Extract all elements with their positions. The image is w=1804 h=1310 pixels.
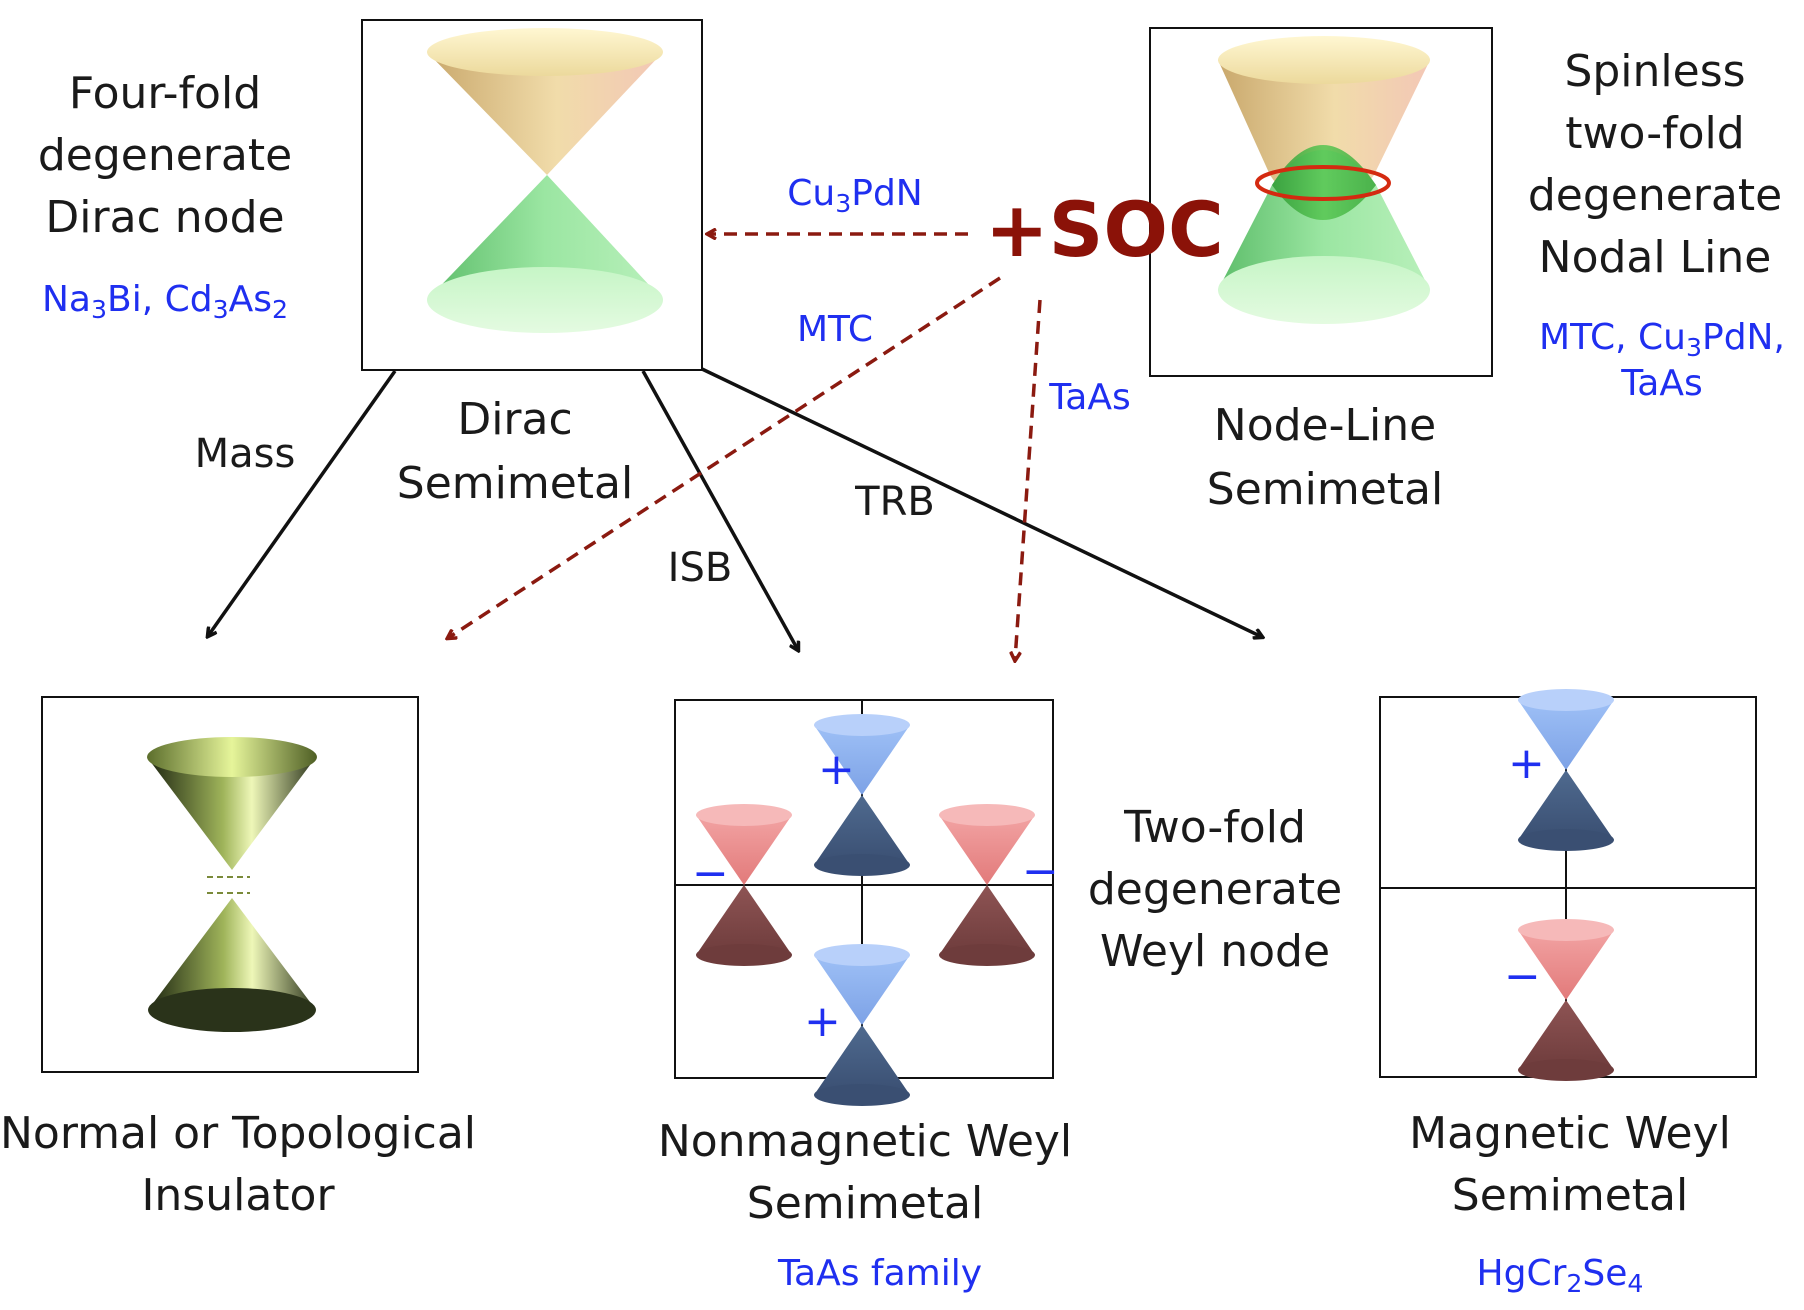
chirality-minus: − [692,848,729,899]
nodal-line-ring [1255,165,1391,201]
insulator-title: Normal or Topological Insulator [0,1112,476,1236]
dirac-node-description: Four-fold degenerate Dirac node [20,72,310,258]
nonmagnetic-weyl-title: Nonmagnetic Weyl Semimetal [640,1120,1090,1244]
soc-to-weyl-arrow [1015,299,1042,660]
nonmag-name-line1: Nonmagnetic Weyl [657,1116,1073,1167]
mag-name-line2: Semimetal [1451,1170,1689,1221]
chirality-minus: − [1022,846,1059,897]
dirac-desc-line2: degenerate [37,130,293,181]
dirac-name-line1: Dirac [457,394,573,445]
mag-material-subscript: 2 [1566,1269,1583,1299]
nonmag-name-line2: Semimetal [746,1178,984,1229]
trb-label: TRB [855,479,935,525]
nodeline-desc-line3: degenerate [1527,170,1783,221]
mass-arrow [208,369,397,636]
weyl-cone-plus [814,944,910,1106]
nonmagnetic-weyl-material: TaAs family [777,1253,983,1294]
nodeline-materials-line2: TaAs [1621,363,1703,404]
nodal-line-materials: MTC, Cu3PdN, TaAs [1520,320,1804,402]
soc-to-insulator-arrow [448,276,1001,638]
isb-arrow [641,370,798,650]
nodeline-desc-line4: Nodal Line [1538,232,1772,283]
cu3pdn-part: Cu [787,173,836,214]
insulator-lower-cone [148,898,316,1032]
cu3pdn-part: PdN [851,173,923,214]
dirac-materials-part: Bi, Cd [107,279,213,320]
insulator-panel [41,696,419,1073]
nodeline-materials-part: MTC, Cu [1539,317,1686,358]
mass-label: Mass [194,431,296,477]
weyl-cone-minus [939,804,1035,966]
nodeline-name-line2: Semimetal [1206,464,1444,515]
weyl-desc-line2: degenerate [1087,864,1343,915]
mtc-arrow-label: MTC [796,309,874,350]
dirac-lower-cone [427,175,663,333]
dirac-materials-part: Na [41,279,91,320]
nodal-line-description: Spinless two-fold degenerate Nodal Line [1510,50,1800,298]
dirac-upper-cone [427,28,663,175]
dirac-materials-subscript: 3 [212,295,229,325]
mag-material-part: Se [1582,1253,1628,1294]
nodeline-materials-part: PdN, [1702,317,1785,358]
trb-arrow [701,367,1262,637]
insulator-name-line2: Insulator [141,1170,335,1221]
mag-material-subscript: 4 [1627,1269,1644,1299]
mag-name-line1: Magnetic Weyl [1409,1108,1731,1159]
chirality-minus: − [1504,951,1541,1002]
mag-material-part: HgCr [1476,1253,1567,1294]
node-line-semimetal-title: Node-Line Semimetal [1180,404,1470,532]
magnetic-weyl-title: Magnetic Weyl Semimetal [1370,1112,1770,1236]
insulator-name-line1: Normal or Topological [0,1108,477,1159]
chirality-plus: + [1508,738,1545,789]
taas-arrow-label: TaAs [1049,377,1131,418]
dirac-cone-panel [361,19,703,371]
dirac-materials-subscript: 2 [272,295,289,325]
nodeline-desc-line1: Spinless [1564,46,1746,97]
nodeline-materials-subscript: 3 [1685,333,1702,363]
nodeline-name-line1: Node-Line [1213,400,1437,451]
weyl-cone-plus [814,714,910,876]
weyl-cone-minus [1518,919,1614,1081]
magnetic-weyl-material: HgCr2Se4 [1420,1253,1700,1299]
insulator-upper-cone [147,737,317,870]
dirac-desc-line3: Dirac node [45,192,285,243]
soc-arrows [448,234,1042,660]
black-arrows [208,367,1262,650]
insulator-gap-lines [207,876,250,894]
dirac-name-line2: Semimetal [396,458,634,509]
dirac-desc-line1: Four-fold [68,68,262,119]
nodeline-desc-line2: two-fold [1565,108,1745,159]
chirality-plus: + [818,744,855,795]
weyl-node-description: Two-fold degenerate Weyl node [1075,806,1355,992]
weyl-cone-minus [696,804,792,966]
weyl-cones [696,689,1614,1106]
dirac-materials: Na3Bi, Cd3As2 [20,279,310,325]
dirac-materials-subscript: 3 [90,295,107,325]
nodal-line-cones [1218,36,1430,324]
cu3pdn-arrow-label: Cu3PdN [770,173,940,219]
cu3pdn-subscript: 3 [835,189,852,219]
isb-label: ISB [667,545,733,591]
nodal-line-panel [1149,27,1493,377]
weyl-desc-line3: Weyl node [1099,926,1331,977]
weyl-cone-plus [1518,689,1614,851]
soc-label: +SOC [985,185,1224,274]
weyl-desc-line1: Two-fold [1124,802,1306,853]
dirac-semimetal-title: Dirac Semimetal [380,398,650,526]
chirality-plus: + [804,996,841,1047]
dirac-materials-part: As [228,279,272,320]
